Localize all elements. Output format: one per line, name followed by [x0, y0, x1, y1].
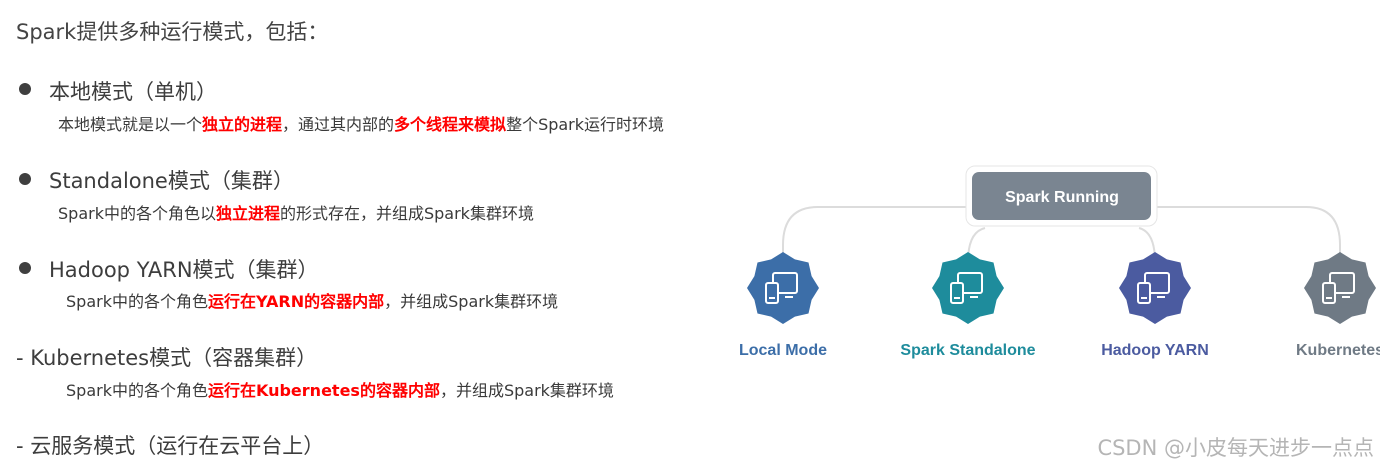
root-node: Spark Running: [965, 165, 1158, 227]
node-badge: [1304, 252, 1376, 324]
node-badge: [932, 252, 1004, 324]
devices-icon: [765, 272, 798, 304]
node-badge: [1119, 252, 1191, 324]
devices-icon: [950, 272, 983, 304]
mode-heading-yarn: Hadoop YARN模式（集群）: [49, 258, 319, 282]
desc-text: 本地模式就是以一个: [58, 115, 203, 134]
mode-node: Spark Standalone: [900, 252, 1036, 359]
node-label: Kubernetes: [1296, 342, 1380, 359]
desc-text: ，并组成Spark集群环境: [439, 381, 614, 400]
highlight-text: 独立的进程: [202, 115, 283, 134]
mode-node: Kubernetes: [1296, 252, 1380, 359]
root-label: Spark Running: [1005, 189, 1119, 206]
desc-text: ，通过其内部的: [282, 115, 395, 134]
desc-text: Spark中的各个角色以: [58, 204, 216, 223]
mode-nodes: Local Mode Spark Standalone Hadoop YARN Kub…: [739, 252, 1380, 359]
node-label: Local Mode: [739, 342, 827, 359]
mode-node: Local Mode: [739, 252, 827, 359]
mode-desc-kubernetes: Spark中的各个角色运行在Kubernetes的容器内部，并组成Spark集群…: [66, 377, 614, 401]
desc-text: Spark中的各个角色: [66, 292, 208, 311]
mode-heading-kubernetes: - Kubernetes模式（容器集群）: [16, 346, 318, 370]
bullet-icon: [19, 83, 31, 95]
node-badge: [747, 252, 819, 324]
highlight-text: 独立进程: [215, 204, 280, 223]
devices-icon: [1137, 272, 1170, 304]
watermark: CSDN @小皮每天进步一点点: [1097, 436, 1374, 460]
mode-desc-standalone: Spark中的各个角色以独立进程的形式存在，并组成Spark集群环境: [58, 200, 534, 224]
highlight-text: 运行在YARN的容器内部: [207, 292, 385, 311]
mode-heading-standalone: Standalone模式（集群）: [49, 169, 294, 193]
desc-text: ，并组成Spark集群环境: [384, 292, 559, 311]
bullet-icon: [19, 262, 31, 274]
page-title: Spark提供多种运行模式，包括：: [16, 20, 329, 44]
desc-text: Spark中的各个角色: [66, 381, 208, 400]
mode-desc-yarn: Spark中的各个角色运行在YARN的容器内部，并组成Spark集群环境: [66, 288, 558, 312]
node-label: Spark Standalone: [900, 342, 1035, 359]
mode-desc-local: 本地模式就是以一个独立的进程，通过其内部的多个线程来模拟整个Spark运行时环境: [58, 111, 664, 135]
mode-node: Hadoop YARN: [1101, 252, 1209, 359]
highlight-text: 多个线程来模拟: [394, 115, 507, 134]
node-label: Hadoop YARN: [1101, 342, 1209, 359]
mode-heading-local: 本地模式（单机）: [49, 80, 217, 104]
devices-icon: [1322, 272, 1355, 304]
mode-heading-cloud: - 云服务模式（运行在云平台上）: [16, 434, 325, 458]
highlight-text: 运行在Kubernetes的容器内部: [207, 381, 440, 400]
bullet-icon: [19, 173, 31, 185]
desc-text: 的形式存在，并组成Spark集群环境: [279, 204, 534, 223]
desc-text: 整个Spark运行时环境: [506, 115, 665, 134]
root-box: [972, 172, 1151, 220]
